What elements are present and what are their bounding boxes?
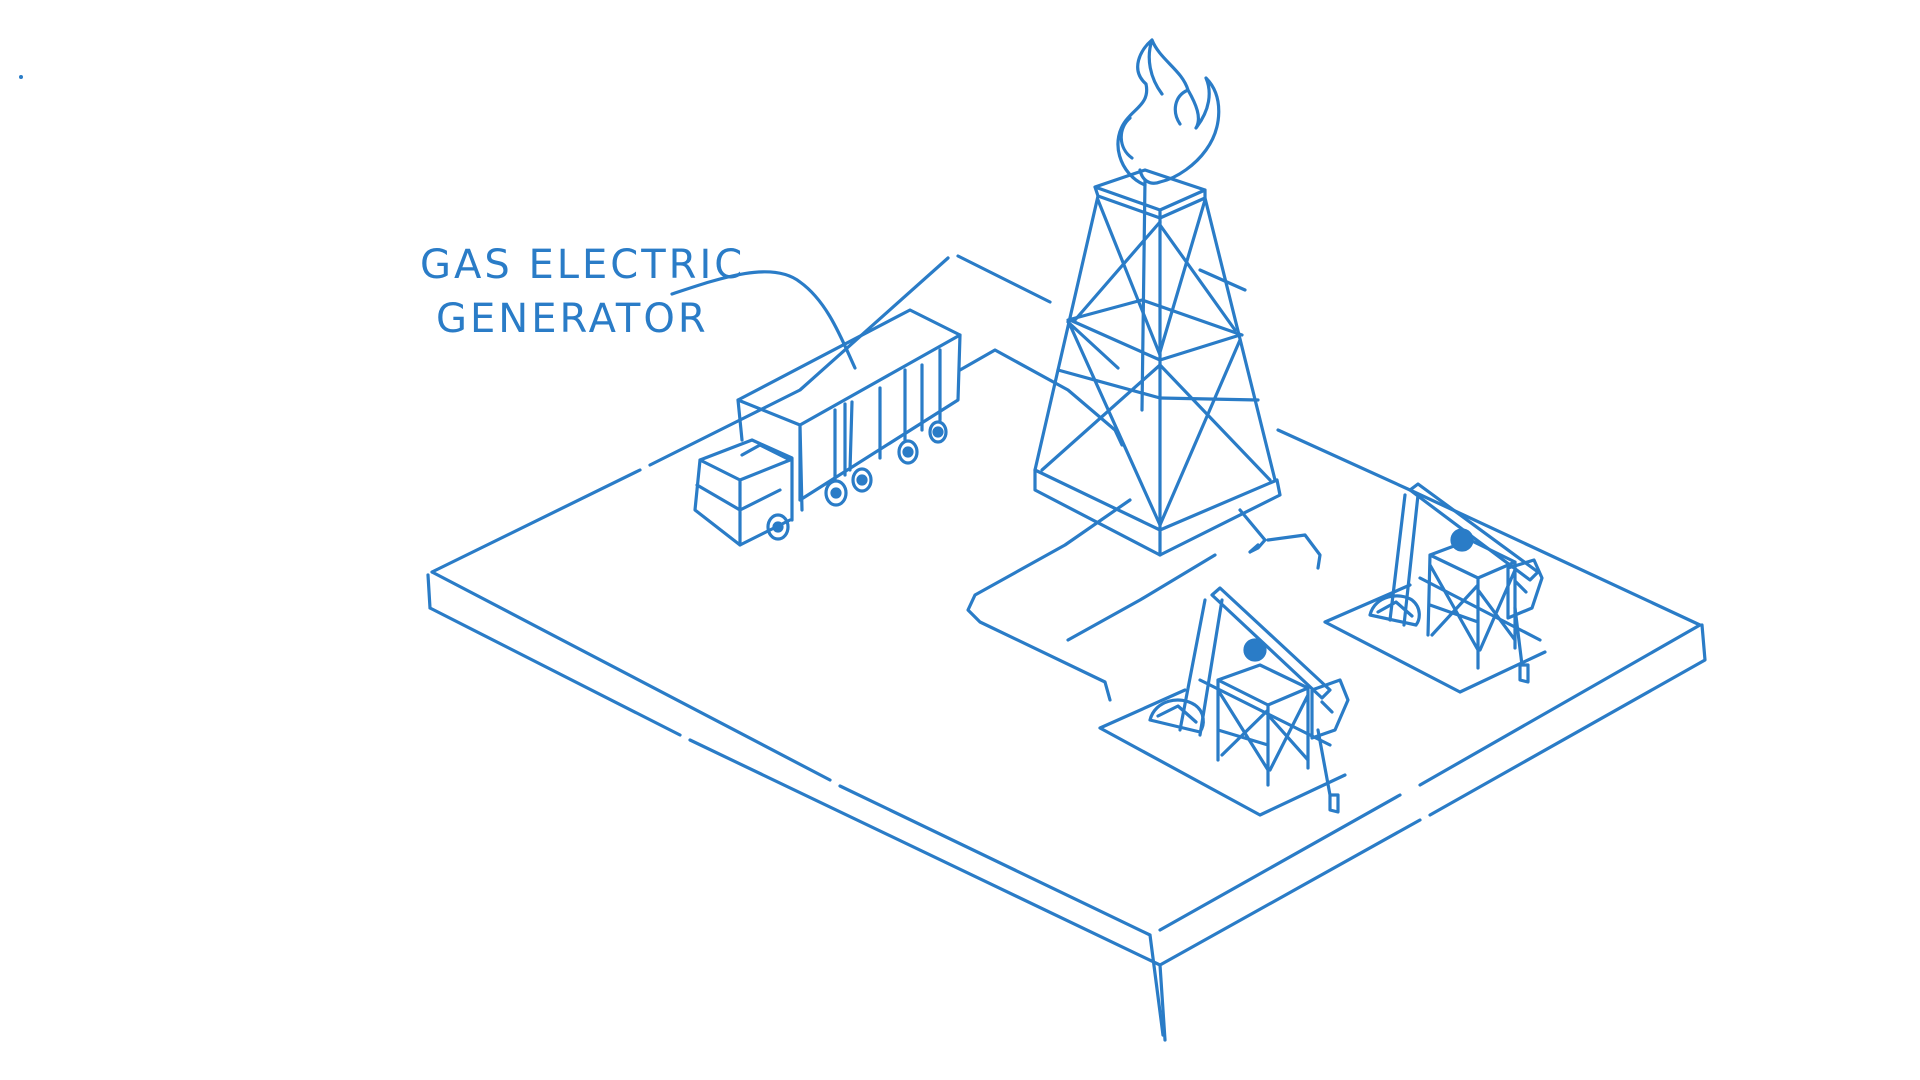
derrick-legs — [1033, 178, 1277, 557]
pipe-generator-to-derrick — [958, 348, 1124, 447]
generator-truck-icon — [693, 308, 962, 547]
wheel — [928, 420, 948, 444]
truck-trailer-ribs — [833, 348, 942, 482]
pumpjack-horsehead — [1506, 558, 1544, 620]
pumpjack-icon — [1098, 586, 1350, 817]
truck-cab — [693, 438, 794, 547]
pumpjack-pivot — [1450, 528, 1474, 552]
truck-trailer — [736, 308, 962, 512]
pumpjack-pivot — [1243, 638, 1267, 662]
wheel — [851, 467, 873, 493]
pipes — [958, 348, 1322, 702]
platform — [426, 254, 1707, 1042]
drilling-derrick-icon — [1033, 38, 1282, 557]
derrick-top-cap — [1093, 168, 1207, 220]
pumpjack-icon — [1323, 482, 1547, 694]
truck-wheel-hubs — [772, 426, 944, 533]
flare-flame-icon — [1116, 38, 1221, 187]
derrick-base — [1033, 468, 1282, 557]
pumpjack-crank — [1148, 698, 1205, 734]
derrick-rings — [1056, 298, 1260, 402]
wheel — [824, 479, 848, 507]
pumpjack-beam — [1178, 586, 1332, 737]
label-leader-line — [670, 270, 857, 370]
platform-side-front — [426, 573, 1707, 1042]
wheel — [897, 439, 919, 465]
pumpjack-pad — [1098, 678, 1347, 817]
stray-dot — [19, 75, 23, 79]
platform-top-face — [430, 254, 1702, 1037]
pumpjack-pad — [1323, 576, 1547, 694]
truck-wheels — [766, 420, 948, 541]
pumpjack-rod — [1316, 728, 1340, 814]
label-line-1: GAS ELECTRIC — [420, 242, 745, 288]
derrick-braces — [1040, 198, 1272, 527]
pumpjack-tower — [1426, 538, 1517, 670]
label-line-2: GENERATOR — [436, 296, 709, 342]
pumpjack-rod — [1513, 606, 1530, 684]
wheel — [766, 513, 790, 541]
pumpjack-horsehead — [1310, 678, 1350, 740]
pipe-derrick-to-pumps — [966, 498, 1322, 702]
pumpjack-tower — [1216, 663, 1310, 787]
